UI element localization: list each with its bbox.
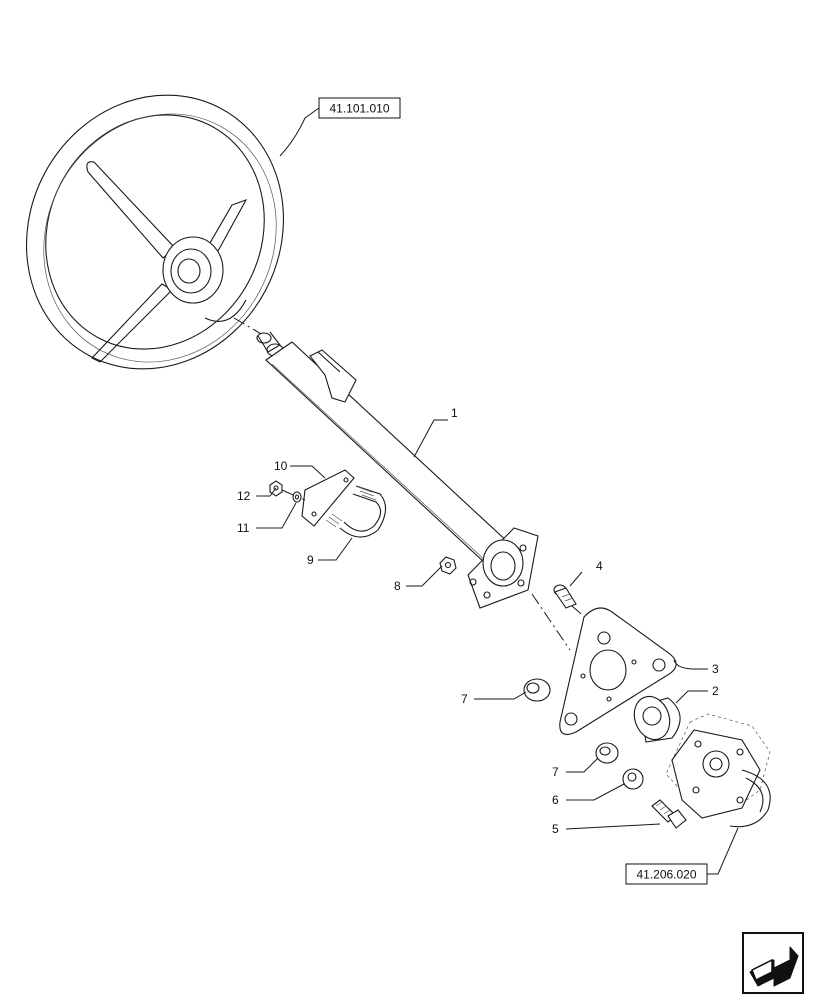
steering-unit xyxy=(665,713,771,828)
bolt-top xyxy=(553,584,605,635)
bushing xyxy=(633,695,681,743)
next-page-arrow-icon[interactable] xyxy=(742,932,804,994)
mounting-plate xyxy=(559,607,677,735)
nut xyxy=(439,556,457,575)
reference-label: 41.101.010 xyxy=(329,102,389,116)
callout-number: 5 xyxy=(552,822,559,836)
spacer-upper xyxy=(523,678,551,702)
u-bolt-assembly xyxy=(269,469,387,538)
callout-number: 7 xyxy=(461,692,468,706)
callout-number: 10 xyxy=(274,459,288,473)
callout-number: 12 xyxy=(237,489,251,503)
bolt-bottom xyxy=(651,799,687,829)
callout-number: 7 xyxy=(552,765,559,779)
reference-box[interactable]: 41.206.020 xyxy=(625,863,708,885)
callout-number: 2 xyxy=(712,684,719,698)
callout-number: 3 xyxy=(712,662,719,676)
callout-numbers: 1 10 12 11 9 8 4 3 2 7 7 6 5 xyxy=(237,406,719,836)
leader-lines xyxy=(256,107,739,875)
callout-number: 9 xyxy=(307,553,314,567)
spacer-lower xyxy=(595,742,619,764)
callout-number: 4 xyxy=(596,559,603,573)
callout-number: 11 xyxy=(237,521,250,535)
reference-label: 41.206.020 xyxy=(636,868,696,882)
callout-number: 6 xyxy=(552,793,559,807)
steering-wheel xyxy=(25,94,285,370)
steering-column xyxy=(233,317,571,651)
reference-box[interactable]: 41.101.010 xyxy=(318,97,401,119)
callout-number: 8 xyxy=(394,579,401,593)
washer xyxy=(622,768,644,790)
callout-number: 1 xyxy=(451,406,458,420)
